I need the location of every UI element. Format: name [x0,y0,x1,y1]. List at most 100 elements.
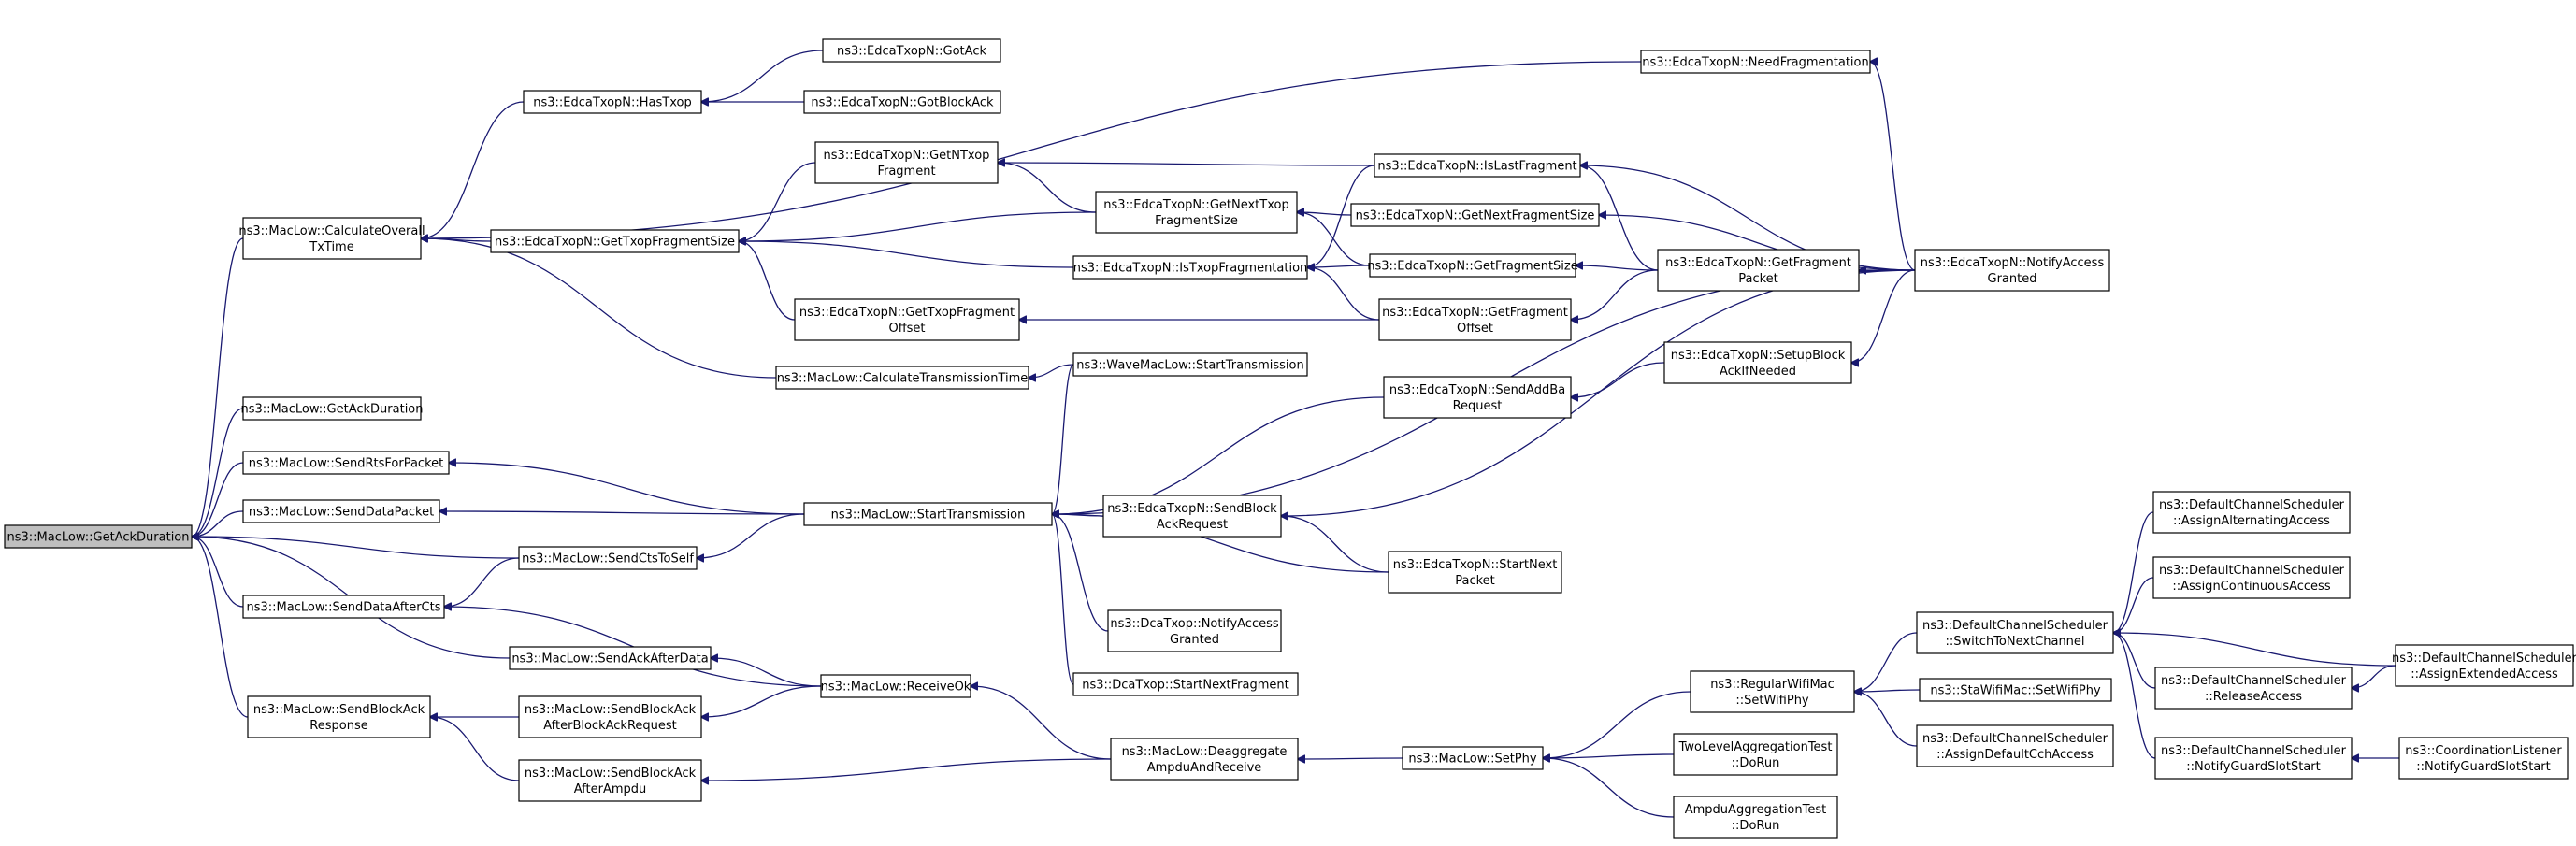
node-box [794,298,1020,341]
call-edge-sbaa-to-sbar [430,717,520,781]
node-box [814,141,999,184]
node-label: ns3::EdcaTxopN::GetNTxop [824,149,990,163]
node-box [1640,50,1871,74]
graph-node-ns3-edcatxopn-gettxopfragmentsize[interactable]: ns3::EdcaTxopN::GetTxopFragmentSize [490,229,740,253]
node-box [1663,341,1852,384]
graph-node-ns3-defaultchannelscheduler-assigncontinuousaccess[interactable]: ns3::DefaultChannelScheduler::AssignCont… [2152,556,2351,599]
call-edge-gfp-to-gfo [1571,269,1659,320]
call-edge-gnxtfs-to-gntf [998,163,1097,213]
node-label: ns3::WaveMacLow::StartTransmission [1076,359,1303,373]
node-label: ns3::MacLow::SendBlockAck [253,703,425,717]
graph-node-ns3-edcatxopn-getnextfragmentsize[interactable]: ns3::EdcaTxopN::GetNextFragmentSize [1350,203,1600,227]
graph-node-ns3-maclow-starttransmission[interactable]: ns3::MacLow::StartTransmission [803,502,1053,526]
call-edge-st-to-srfp [449,463,805,515]
graph-node-ns3-defaultchannelscheduler-notifyguardslotstart[interactable]: ns3::DefaultChannelScheduler::NotifyGuar… [2154,737,2353,780]
call-edge-dar-to-sbaa [701,758,1112,781]
node-box [775,366,1029,390]
call-edge-gnxtfs-to-gtfs [739,211,1097,241]
node-label: ns3::DefaultChannelScheduler [1922,732,2108,746]
graph-node-ns3-defaultchannelscheduler-switchtonextchannel[interactable]: ns3::DefaultChannelScheduler::SwitchToNe… [1916,611,2114,654]
call-edge-st-to-sdp [439,511,805,514]
graph-node-ns3-defaultchannelscheduler-releaseaccess[interactable]: ns3::DefaultChannelScheduler::ReleaseAcc… [2154,667,2353,710]
call-edge-stnc-to-rswp [1854,632,1918,692]
node-label: Granted [1988,272,2037,286]
node-label: ns3::DefaultChannelScheduler [2392,652,2576,666]
graph-node-ns3-maclow-getackduration[interactable]: ns3::MacLow::GetAckDuration [4,524,193,549]
graph-node-ns3-maclow-sendblockackafterblockackrequest[interactable]: ns3::MacLow::SendBlockAckAfterBlockAckRe… [518,695,702,738]
graph-node-ns3-maclow-receiveok[interactable]: ns3::MacLow::ReceiveOk [820,674,971,698]
graph-node-ns3-edcatxopn-needfragmentation[interactable]: ns3::EdcaTxopN::NeedFragmentation [1640,50,1871,74]
nodes-layer: ns3::MacLow::GetAckDurationns3::MacLow::… [4,38,2576,839]
node-box [518,759,702,802]
graph-node-ns3-edcatxopn-gotack[interactable]: ns3::EdcaTxopN::GotAck [822,38,1001,63]
node-label: Packet [1738,272,1778,286]
call-edge-sbar-to-root [192,537,249,718]
graph-node-ns3-coordinationlistener-notifyguardslotstart[interactable]: ns3::CoordinationListener::NotifyGuardSl… [2398,737,2569,780]
node-label: ns3::EdcaTxopN::NotifyAccess [1921,256,2105,270]
node-label: AckRequest [1157,518,1228,532]
node-label: ns3::MacLow::SendRtsForPacket [249,457,444,471]
node-label: ns3::EdcaTxopN::StartNext [1393,558,1558,572]
node-box [2154,667,2353,710]
call-edge-gntf-to-gtfs [739,162,816,241]
graph-node-ns3-defaultchannelscheduler-assignalternatingaccess[interactable]: ns3::DefaultChannelScheduler::AssignAlte… [2152,491,2351,534]
node-label: ns3::EdcaTxopN::GetFragmentSize [1367,260,1578,274]
node-box [490,229,740,253]
graph-node-ns3-maclow-senddatapacket[interactable]: ns3::MacLow::SendDataPacket [242,499,440,523]
graph-node-ns3-edcatxopn-getfragmentsize[interactable]: ns3::EdcaTxopN::GetFragmentSize [1367,253,1578,278]
graph-node-ns3-maclow-sendrtsforpacket[interactable]: ns3::MacLow::SendRtsForPacket [242,451,450,475]
node-box [1350,203,1600,227]
graph-node-ns3-maclow-sendackafterdata[interactable]: ns3::MacLow::SendAckAfterData [509,646,712,670]
node-box [242,499,440,523]
node-box [1374,153,1581,178]
node-label: ns3::MacLow::GetAckDuration [7,531,190,545]
graph-node-ns3-maclow-senddataaftercts[interactable]: ns3::MacLow::SendDataAfterCts [242,595,445,619]
graph-node-ns3-regularwifimac-setwifiphy[interactable]: ns3::RegularWifiMac::SetWifiPhy [1690,670,1855,713]
graph-node-twolevelaggregationtest-dorun[interactable]: TwoLevelAggregationTest::DoRun [1673,733,1838,776]
node-label: Response [309,719,367,733]
graph-node-ns3-edcatxopn-islastfragment[interactable]: ns3::EdcaTxopN::IsLastFragment [1374,153,1581,178]
graph-node-ns3-stawifimac-setwifiphy[interactable]: ns3::StaWifiMac::SetWifiPhy [1919,678,2112,702]
call-edge-adcca-to-rswp [1854,692,1918,747]
graph-node-ns3-dcatxop-startnextfragment[interactable]: ns3::DcaTxop::StartNextFragment [1072,672,1299,696]
call-edge-gtfo-to-gtfs [739,241,796,321]
call-edge-itf-to-gtfs [739,241,1074,268]
node-label: AfterBlockAckRequest [543,719,677,733]
node-label: ns3::DcaTxop::NotifyAccess [1110,617,1279,631]
graph-node-ns3-maclow-calculatetransmissiontime[interactable]: ns3::MacLow::CalculateTransmissionTime [775,366,1029,390]
graph-node-ns3-edcatxopn-istxopfragmentation[interactable]: ns3::EdcaTxopN::IsTxopFragmentation [1072,255,1308,280]
graph-node-ns3-edcatxopn-gotblockack[interactable]: ns3::EdcaTxopN::GotBlockAck [803,90,1001,114]
graph-node-ampduaggregationtest-dorun[interactable]: AmpduAggregationTest::DoRun [1673,796,1838,839]
node-label: ::SwitchToNextChannel [1945,635,2084,649]
node-label: ns3::MacLow::SendAckAfterData [511,652,708,667]
call-edge-ssba-to-saddba [1571,362,1665,397]
graph-node-ns3-maclow-getackduration[interactable]: ns3::MacLow::GetAckDuration [241,396,424,421]
graph-node-ns3-defaultchannelscheduler-assigndefaultcchaccess[interactable]: ns3::DefaultChannelScheduler::AssignDefa… [1916,724,2114,767]
graph-node-ns3-maclow-sendctstoself[interactable]: ns3::MacLow::SendCtsToSelf [518,546,698,570]
node-box [1673,796,1838,839]
graph-node-ns3-wavemaclow-starttransmission[interactable]: ns3::WaveMacLow::StartTransmission [1072,352,1308,377]
graph-node-ns3-edcatxopn-hastxop[interactable]: ns3::EdcaTxopN::HasTxop [523,90,702,114]
graph-node-ns3-maclow-setphy[interactable]: ns3::MacLow::SetPhy [1402,746,1544,770]
graph-node-ns3-defaultchannelscheduler-assignextendedaccess[interactable]: ns3::DefaultChannelScheduler::AssignExte… [2392,644,2576,687]
call-edge-wst-to-ctt [1029,364,1074,378]
call-edge-staswp-to-rswp [1854,690,1921,692]
node-label: ns3::DefaultChannelScheduler [2159,564,2345,578]
node-label: AmpduAndReceive [1147,761,1262,775]
node-label: ns3::MacLow::SetPhy [1408,753,1536,767]
